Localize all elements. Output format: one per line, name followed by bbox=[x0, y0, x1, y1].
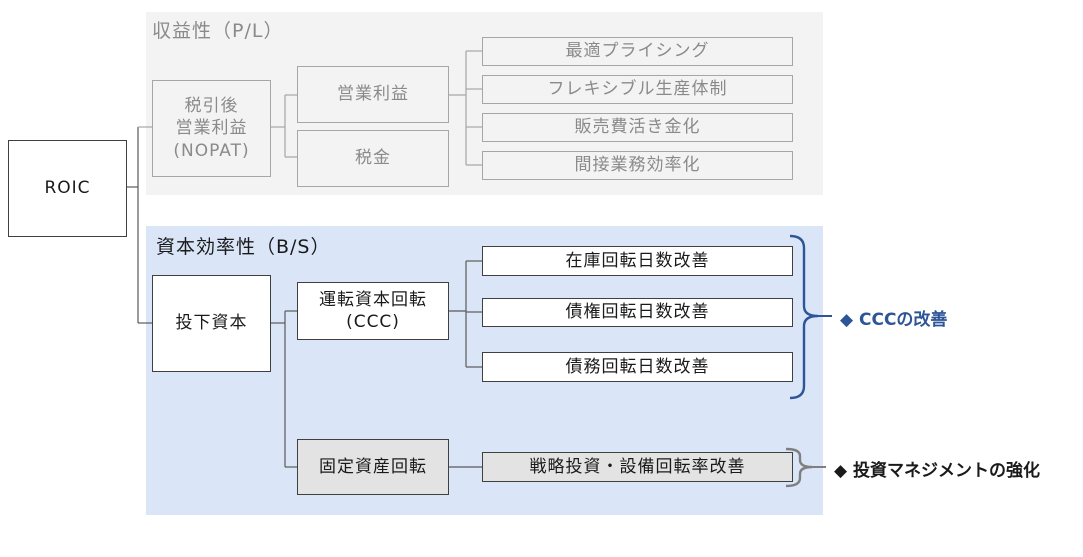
lever-box-flexible-production: フレキシブル生産体制 bbox=[482, 75, 793, 104]
lever-box-pricing: 最適プライシング bbox=[482, 37, 793, 66]
capital-efficiency-title: 資本効率性（B/S） bbox=[156, 236, 331, 258]
working-capital-box: 運転資本回転 (CCC) bbox=[297, 282, 449, 340]
operating-profit-box: 営業利益 bbox=[297, 66, 449, 123]
profitability-title: 収益性（P/L） bbox=[152, 20, 284, 42]
invested-capital-box: 投下資本 bbox=[152, 275, 271, 372]
nopat-box: 税引後 営業利益 (NOPAT) bbox=[152, 80, 271, 177]
ccc-lever-inventory: 在庫回転日数改善 bbox=[482, 246, 793, 276]
ccc-lever-receivables: 債権回転日数改善 bbox=[482, 298, 793, 327]
lever-box-indirect-efficiency: 間接業務効率化 bbox=[482, 151, 793, 180]
fixed-assets-box: 固定資産回転 bbox=[297, 439, 449, 495]
ccc-lever-payables: 債務回転日数改善 bbox=[482, 352, 793, 382]
ccc-brace bbox=[789, 234, 819, 400]
ccc-note: ◆ CCCの改善 bbox=[840, 310, 948, 330]
tax-box: 税金 bbox=[297, 130, 449, 187]
roic-box: ROIC bbox=[8, 140, 127, 237]
fixed-lever-box: 戦略投資・設備回転率改善 bbox=[482, 452, 793, 482]
investment-note: ◆ 投資マネジメントの強化 bbox=[834, 461, 1040, 481]
lever-box-selling-expense: 販売費活き金化 bbox=[482, 113, 793, 142]
